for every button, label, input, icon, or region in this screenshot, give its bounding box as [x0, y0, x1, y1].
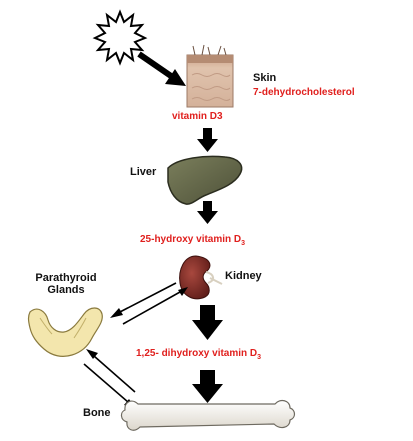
skin-label: Skin [253, 72, 277, 84]
dihydroxy-to-bone-arrow [192, 370, 223, 403]
skin-to-liver-arrow [197, 128, 218, 152]
parathyroid-label: Parathyroid Glands [28, 272, 104, 296]
dihydroxy-vitamin-label: 1,25- dihydroxy vitamin D3 [136, 348, 261, 361]
hydroxy-vitamin-subscript: 3 [241, 240, 246, 247]
kidney-parathyroid-arrows [110, 282, 188, 325]
hydroxy-vitamin-text: 25-hydroxy vitamin D [140, 234, 242, 245]
dihydroxy-vitamin-text: 1,25- dihydroxy vitamin D [136, 348, 258, 359]
bone-icon [120, 399, 296, 431]
parathyroid-icon [27, 307, 103, 357]
kidney-icon [179, 255, 223, 300]
hydroxy-vitamin-label: 25-hydroxy vitamin D3 [140, 234, 245, 247]
vitamin-d3-label: vitamin D3 [172, 111, 223, 122]
parathyroid-label-line2: Glands [47, 284, 85, 296]
dehydrocholesterol-label: 7-dehydrocholesterol [253, 87, 355, 98]
dihydroxy-vitamin-subscript: 3 [257, 354, 262, 361]
skin-icon [186, 44, 234, 108]
liver-label: Liver [130, 166, 157, 178]
kidney-label: Kidney [225, 270, 262, 282]
sun-to-skin-arrow [137, 51, 186, 86]
liver-to-hydroxy-arrow [197, 201, 218, 224]
parathyroid-bone-arrows [83, 349, 136, 409]
bone-label: Bone [83, 407, 111, 419]
parathyroid-label-line1: Parathyroid [35, 272, 97, 284]
sun-icon [92, 9, 148, 66]
liver-icon [167, 155, 243, 205]
kidney-to-dihydroxy-arrow [192, 305, 223, 340]
